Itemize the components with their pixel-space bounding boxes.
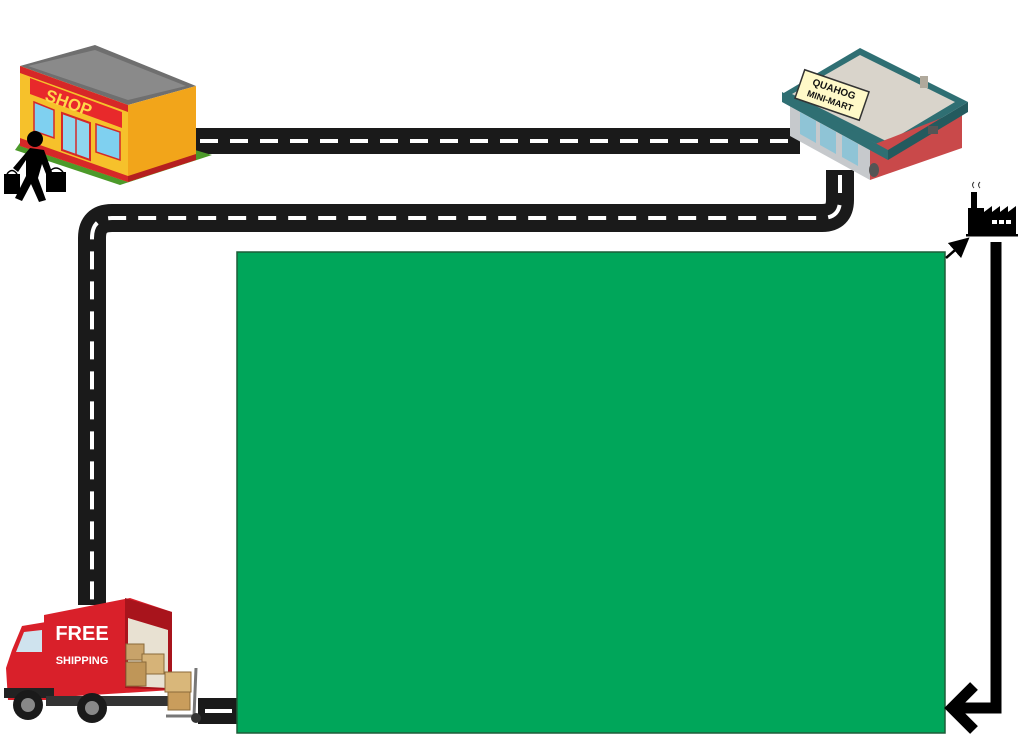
road-network [78,128,854,724]
delivery-truck: FREE SHIPPING [4,598,172,723]
return-arrow [944,242,1002,734]
content-area [236,251,946,734]
factory-icon [966,181,1018,237]
shop-building: SHOP [15,45,212,185]
truck-text-line2: SHIPPING [56,655,109,667]
hand-trolley-icon [164,667,201,723]
truck-text-line1: FREE [55,623,108,645]
road-minimart-to-truck [78,170,854,605]
to-factory-arrow [945,237,970,259]
minimart-building: QUAHOG MINI-MART [782,48,968,180]
shopper-icon [4,131,66,202]
